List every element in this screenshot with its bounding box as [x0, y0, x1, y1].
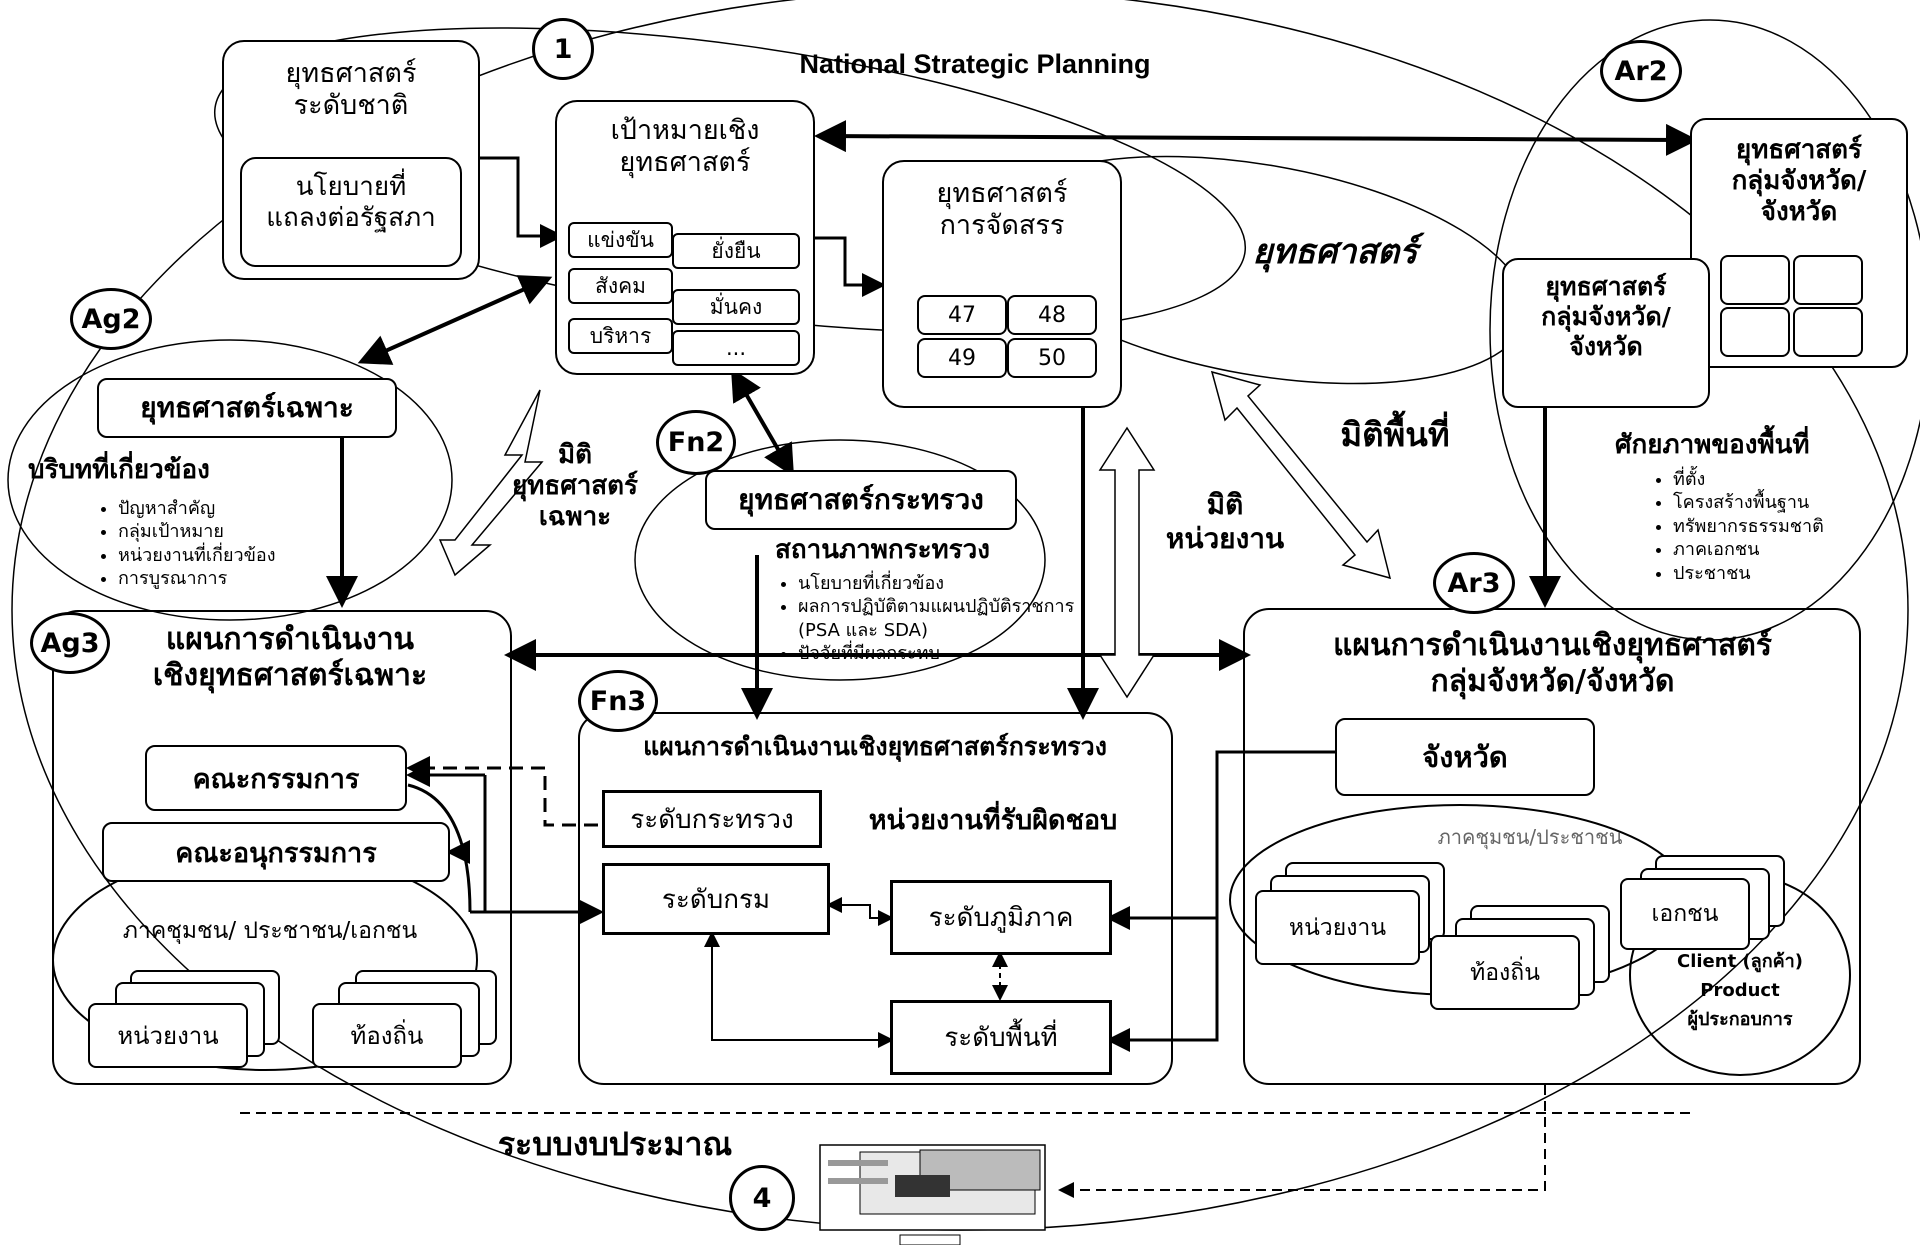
region-cell	[1720, 307, 1790, 357]
specific-strategy-box: ยุทธศาสตร์เฉพาะ	[97, 378, 397, 438]
province-plan-title: แผนการดำเนินงานเชิงยุทธศาสตร์ กลุ่มจังหว…	[1333, 628, 1772, 699]
committee-box: คณะกรรมการ	[145, 745, 407, 811]
badge-ar3: Ar3	[1433, 552, 1515, 614]
policy-text: นโยบายที่ แถลงต่อรัฐสภา	[266, 172, 436, 234]
budget-title: ระบบงบประมาณ	[497, 1125, 733, 1163]
subcommittee-box: คณะอนุกรรมการ	[102, 822, 450, 882]
arrow-dept-area	[704, 931, 894, 1048]
ministry-status-item: ปัจจัยที่มีผลกระทบ	[798, 642, 1088, 665]
specific-plan-title: แผนการดำเนินงาน เชิงยุทธศาสตร์เฉพาะ	[152, 622, 428, 693]
specific-plan-box	[52, 610, 512, 1085]
context-item: กลุ่มเป้าหมาย	[118, 520, 358, 543]
strategic-goals-title: เป้าหมายเชิง ยุทธศาสตร์	[610, 115, 760, 179]
specific-sector-label: ภาคชุมชน/ ประชาชน/เอกชน	[122, 918, 418, 944]
potential-item: ภาคเอกชน	[1673, 538, 1903, 561]
region-strategy-title: ยุทธศาสตร์ กลุ่มจังหวัด/ จังหวัด	[1731, 135, 1867, 228]
badge-fn3: Fn3	[578, 670, 658, 732]
context-item: ปัญหาสำคัญ	[118, 497, 358, 520]
allocation-cell: 47	[917, 295, 1007, 335]
badge-4: 4	[729, 1165, 795, 1231]
area-dimension-label: มิติพื้นที่	[1340, 415, 1450, 454]
badge-fn2: Fn2	[656, 410, 736, 475]
responsible-label: หน่วยงานที่รับผิดชอบ	[868, 805, 1118, 836]
policy-box	[240, 157, 462, 267]
arrow-budget	[1058, 1085, 1546, 1198]
region-sub-title: ยุทธศาสตร์ กลุ่มจังหวัด/ จังหวัด	[1541, 272, 1671, 361]
hollow-arrows	[438, 370, 1392, 699]
private-box: เอกชน	[1620, 878, 1750, 950]
potential-item: โครงสร้างพื้นฐาน	[1673, 491, 1903, 514]
goal-item: มั่นคง	[672, 289, 800, 325]
ministry-ellipse	[634, 439, 1046, 681]
potential-list: ที่ตั้ง โครงสร้างพื้นฐาน ทรัพยากรธรรมชาต…	[1655, 468, 1903, 585]
strategy-label: ยุทธศาสตร์	[1252, 232, 1418, 272]
arrow-province-area	[1106, 750, 1335, 1052]
ministry-status-item: นโยบายที่เกี่ยวข้อง	[798, 572, 1088, 595]
goal-item: สังคม	[568, 268, 673, 304]
potential-item: ประชาชน	[1673, 562, 1903, 585]
arrow-goals-allocation	[800, 236, 886, 297]
ministry-status-item: ผลการปฏิบัติตามแผนปฏิบัติราชการ (PSA และ…	[798, 595, 1088, 642]
local-box: ท้องถิ่น	[312, 1003, 462, 1068]
agency-dimension-label: มิติ หน่วยงาน	[1165, 488, 1285, 555]
context-item: การบูรณาการ	[118, 567, 358, 590]
specific-ellipse	[7, 339, 453, 621]
allocation-title: ยุทธศาสตร์ การจัดสรร	[936, 178, 1068, 242]
arrow-national-goals	[478, 156, 564, 248]
regional-level-box: ระดับภูมิภาค	[890, 880, 1112, 955]
province-local-box: ท้องถิ่น	[1430, 935, 1580, 1010]
diagram-title: National Strategic Planning	[799, 49, 1151, 79]
national-strategy-title: ยุทธศาสตร์ ระดับชาติ	[285, 58, 417, 122]
area-level-box: ระดับพื้นที่	[890, 1000, 1112, 1075]
goal-item: บริหาร	[568, 318, 673, 354]
region-cell	[1720, 255, 1790, 305]
potential-item: ที่ตั้ง	[1673, 468, 1903, 491]
province-plan-box	[1243, 608, 1861, 1085]
potential-item: ทรัพยากรธรรมชาติ	[1673, 515, 1903, 538]
allocation-cell: 48	[1007, 295, 1097, 335]
region-ellipse	[1489, 19, 1920, 641]
arrow-goals-region	[814, 120, 1698, 156]
potential-title: ศักยภาพของพื้นที่	[1615, 430, 1810, 460]
ministry-status-title: สถานภาพกระทรวง	[775, 535, 990, 565]
context-list: ปัญหาสำคัญ กลุ่มเป้าหมาย หน่วยงานที่เกี่…	[100, 497, 358, 591]
badge-ag2: Ag2	[70, 288, 152, 350]
goal-item: แข่งขัน	[568, 222, 673, 258]
region-cell	[1793, 255, 1863, 305]
agency-box: หน่วยงาน	[88, 1003, 248, 1068]
goal-item: ยั่งยืน	[672, 233, 800, 269]
badge-1: 1	[532, 18, 594, 80]
allocation-cell: 49	[917, 338, 1007, 378]
arrow-goals-specific	[357, 275, 553, 365]
region-cell	[1793, 307, 1863, 357]
region-sub-box	[1502, 258, 1710, 408]
ministry-plan-title: แผนการดำเนินงานเชิงยุทธศาสตร์กระทรวง	[643, 732, 1107, 761]
ministry-status-list: นโยบายที่เกี่ยวข้อง ผลการปฏิบัติตามแผนปฏ…	[780, 572, 1088, 666]
province-sector-label: ภาคชุมชน/ประชาชน	[1437, 825, 1623, 849]
province-box: จังหวัด	[1335, 718, 1595, 796]
arrow-dept-region	[826, 897, 894, 926]
client-label: Client (ลูกค้า) Product ผู้ประกอบการ	[1677, 951, 1803, 1030]
allocation-cell: 50	[1007, 338, 1097, 378]
department-level-box: ระดับกรม	[602, 863, 830, 935]
goal-item: ...	[672, 330, 800, 366]
specific-dimension-label: มิติ ยุทธศาสตร์ เฉพาะ	[511, 440, 639, 533]
ministry-plan-box	[578, 712, 1173, 1085]
context-title: บริบทที่เกี่ยวข้อง	[28, 455, 210, 485]
ministry-level-box: ระดับกระทรวง	[602, 790, 822, 848]
badge-ag3: Ag3	[30, 612, 110, 674]
budget-document	[819, 1144, 1046, 1245]
arrow-goals-ministry	[730, 368, 795, 477]
province-agency-box: หน่วยงาน	[1255, 890, 1420, 965]
badge-ar2: Ar2	[1600, 40, 1682, 102]
ministry-strategy-box: ยุทธศาสตร์กระทรวง	[705, 470, 1017, 530]
dashed-committee-ministry	[406, 756, 598, 827]
context-item: หน่วยงานที่เกี่ยวข้อง	[118, 544, 358, 567]
